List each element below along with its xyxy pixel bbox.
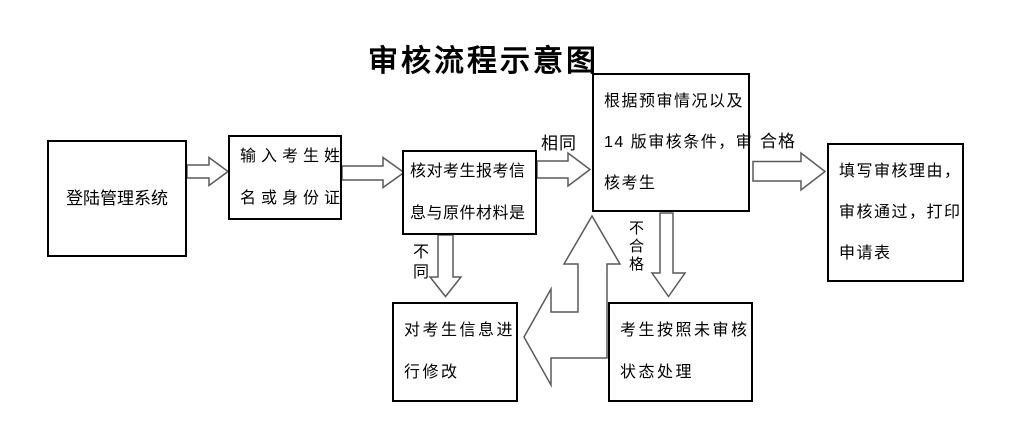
box-text-line: 考生按照未审核 [620,322,750,339]
flow-box-fill-reason-print: 填写审核理由， 审核通过，打印 申请表 [827,143,964,282]
arrow-label-different: 不同 [410,243,427,283]
arrow-label-unqualified: 不合格 [627,220,644,274]
box-text-line: 息与原件材料是 [410,204,526,222]
flow-box-input-candidate: 输入考生姓 名或身份证 [228,135,342,220]
box-text-line: 登陆管理系统 [66,188,168,208]
arrow-right-verify-to-review-icon [536,151,592,188]
arrow-label-same: 相同 [541,134,577,153]
box-text-line: 状态处理 [620,364,695,381]
box-text-line: 名或身份证 [240,189,346,207]
page-title: 审核流程示意图 [368,45,599,78]
box-text-line: 审核通过，打印 [839,204,962,221]
arrow-down-review-to-unreviewed-icon [650,212,687,298]
arrow-right-login-to-input-icon [186,156,230,187]
box-text-line: 输入考生姓 [240,147,346,165]
box-text-line: 填写审核理由， [839,163,962,180]
arrow-right-input-to-verify-icon [341,156,406,189]
box-text-line: 核考生 [604,175,657,192]
flow-box-login: 登陆管理系统 [47,140,187,257]
flow-box-modify-info: 对考生信息进 行修改 [392,302,518,402]
arrow-right-review-to-pass-icon [752,151,827,192]
box-text-line: 根据预审情况以及 [604,93,745,110]
arrow-up-left-combined-icon [523,214,622,388]
box-text-line: 对考生信息进 [404,322,516,339]
arrow-down-verify-to-modify-icon [428,234,463,298]
arrow-label-qualified: 合格 [760,132,796,151]
box-text-line: 行修改 [404,364,460,381]
box-text-line: 核对考生报考信 [410,162,526,180]
flow-box-review-candidate: 根据预审情况以及 14 版审核条件，审 核考生 [592,73,754,212]
flow-box-verify-info: 核对考生报考信 息与原件材料是 [402,150,537,235]
box-text-line: 申请表 [839,245,892,262]
flow-box-unreviewed-status: 考生按照未审核 状态处理 [608,302,753,402]
box-text-line: 14 版审核条件，审 [604,134,754,151]
